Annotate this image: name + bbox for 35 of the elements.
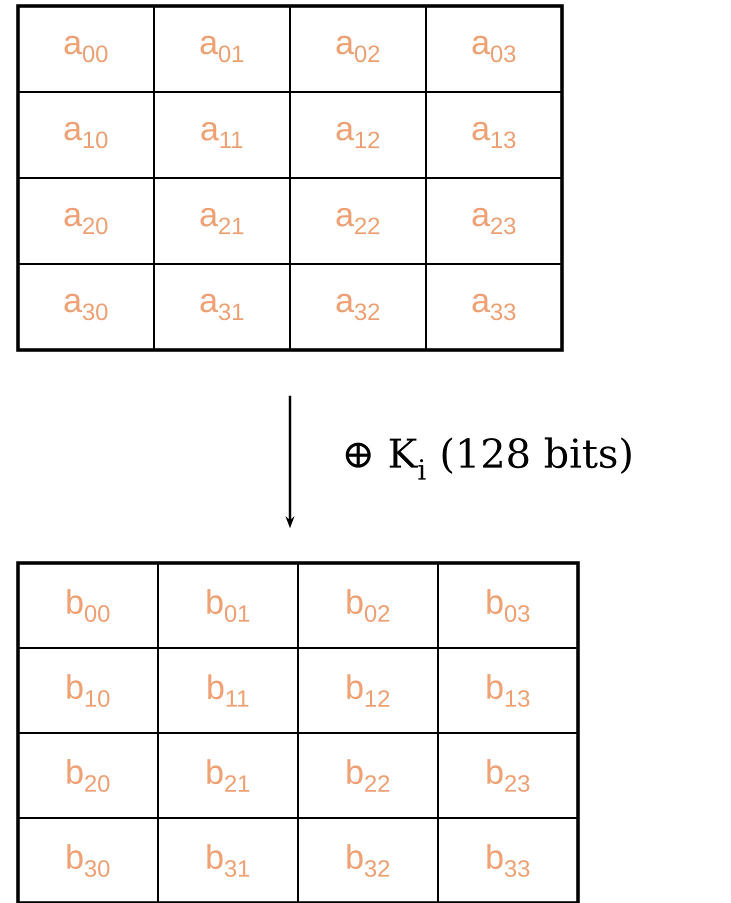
matrix-cell: a$_{20}$ xyxy=(17,177,155,265)
matrix-cell: a$_{33}$ xyxy=(425,263,563,351)
matrix-cell: b$_{20}$ xyxy=(17,732,159,819)
matrix-cell: b$_{02}$ xyxy=(297,562,439,649)
matrix-cell: b$_{11}$ xyxy=(157,647,299,734)
matrix-cell: a$_{03}$ xyxy=(425,5,563,93)
matrix-cell: b$_{32}$ xyxy=(297,817,439,903)
edge-label: ⊕ K$_{i}$ (128 bits) xyxy=(346,437,631,480)
matrix-cell: b$_{03}$ xyxy=(437,562,579,649)
matrix-grid xyxy=(16,4,564,352)
matrix-cell: a$_{32}$ xyxy=(289,263,427,351)
matrix-cell: a$_{22}$ xyxy=(289,177,427,265)
matrix-cell: b$_{31}$ xyxy=(157,817,299,903)
matrix-cell: b$_{23}$ xyxy=(437,732,579,819)
matrix-cell: a$_{13}$ xyxy=(425,91,563,179)
matrix-cell: b$_{01}$ xyxy=(157,562,299,649)
matrix-cell: a$_{10}$ xyxy=(17,91,155,179)
matrix-cell: b$_{13}$ xyxy=(437,647,579,734)
matrix-grid xyxy=(16,561,580,903)
matrix-cell: a$_{11}$ xyxy=(153,91,291,179)
matrix-cell: a$_{12}$ xyxy=(289,91,427,179)
matrix-cell: b$_{21}$ xyxy=(157,732,299,819)
matrix-cell: a$_{21}$ xyxy=(153,177,291,265)
matrix-cell: a$_{30}$ xyxy=(17,263,155,351)
matrix-cell: b$_{00}$ xyxy=(17,562,159,649)
matrix-cell: b$_{30}$ xyxy=(17,817,159,903)
matrix-cell: a$_{31}$ xyxy=(153,263,291,351)
matrix-cell: a$_{01}$ xyxy=(153,5,291,93)
matrix-cell: a$_{23}$ xyxy=(425,177,563,265)
matrix-cell: b$_{10}$ xyxy=(17,647,159,734)
matrix-cell: b$_{33}$ xyxy=(437,817,579,903)
matrix-cell: b$_{22}$ xyxy=(297,732,439,819)
matrix-cell: a$_{00}$ xyxy=(17,5,155,93)
matrix-cell: a$_{02}$ xyxy=(289,5,427,93)
matrix-cell: b$_{12}$ xyxy=(297,647,439,734)
